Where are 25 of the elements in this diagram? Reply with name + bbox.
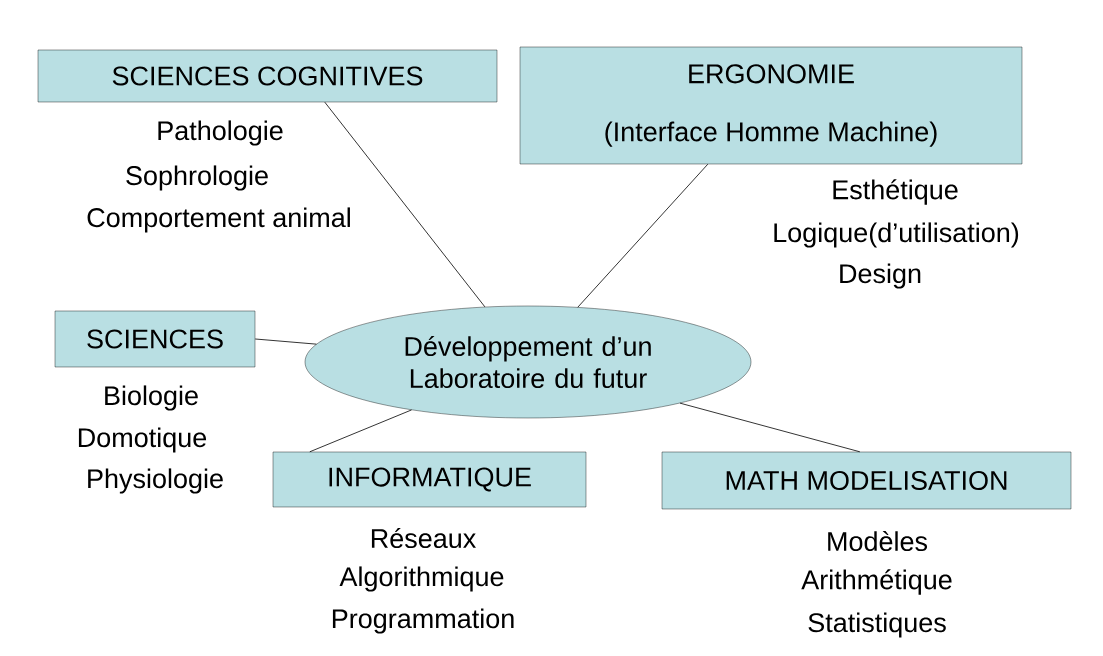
item-text: Physiologie — [88, 468, 223, 494]
connector-line — [254, 338, 317, 345]
connector-line — [577, 163, 709, 308]
item-text: Statistiques — [808, 612, 946, 638]
item-text: Algorithmique — [339, 566, 504, 592]
item-text: Réseaux — [371, 527, 476, 549]
item-text: Biologie — [105, 385, 198, 411]
item-text: Logique(d’utilisation) — [774, 222, 1019, 248]
item-text: Arithmétique — [801, 569, 952, 595]
connector-line — [309, 409, 412, 453]
topic-box: MATH MODELISATION — [661, 451, 1072, 510]
item-text: Programmation — [332, 608, 514, 634]
topic-box: ERGONOMIE (Interface Homme Machine) — [519, 46, 1023, 165]
connector-line — [679, 402, 861, 453]
item-text: Domotique — [78, 427, 207, 453]
item-text: Modèles — [828, 530, 928, 552]
item-text: Sophrologie — [126, 165, 268, 191]
topic-box: SCIENCES COGNITIVES — [37, 49, 498, 103]
item-text: Pathologie — [158, 120, 283, 146]
connector-line — [324, 101, 486, 308]
topic-box: SCIENCES — [54, 310, 256, 368]
item-text: Esthétique — [833, 179, 958, 205]
item-text: Comportement animal — [87, 207, 350, 233]
topic-box: INFORMATIQUE — [272, 451, 587, 508]
item-text: Design — [840, 263, 921, 289]
